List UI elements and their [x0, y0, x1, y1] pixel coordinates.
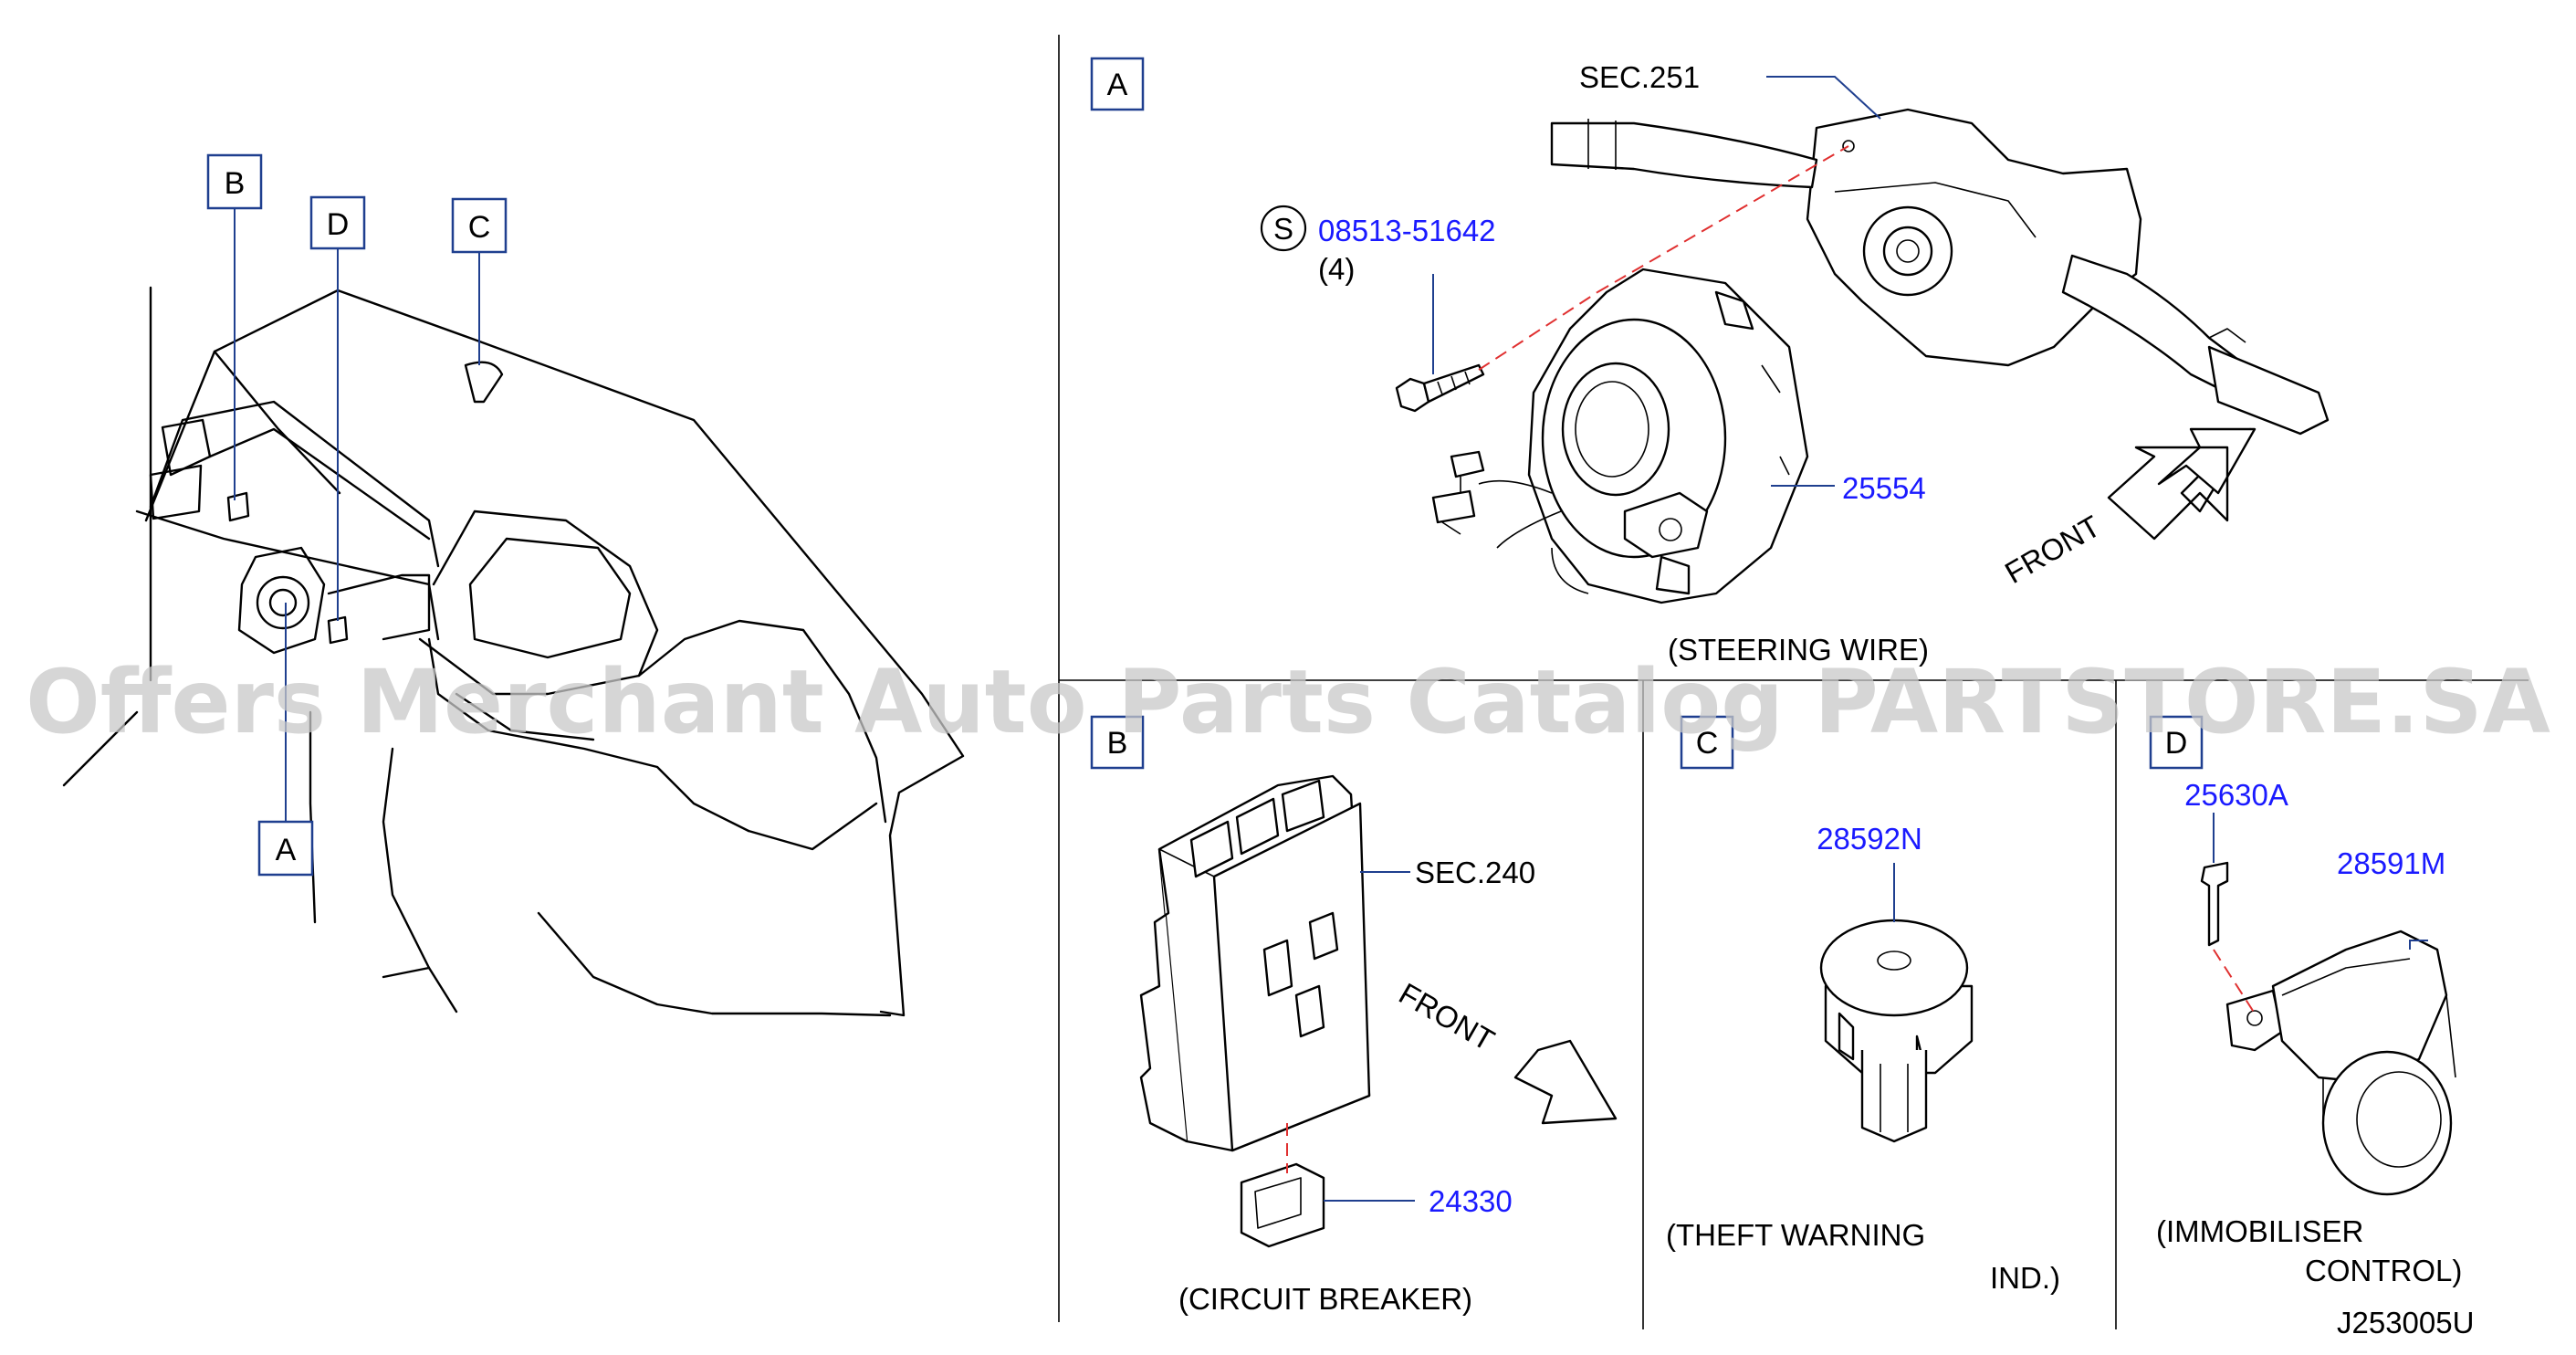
front-label-b: FRONT [1394, 976, 1501, 1057]
panel-c-tag: C [1680, 715, 1734, 770]
overview-callout-leaders [234, 208, 480, 822]
front-arrow-b: FRONT [1394, 976, 1618, 1125]
watermark-text: Offers Merchant Auto Parts Catalog PARTS… [26, 651, 2550, 753]
screw-drawing [1395, 363, 1485, 413]
theft-warning-indicator-drawing [1819, 919, 1974, 1143]
front-label-a: FRONT [1999, 509, 2106, 590]
sec-251-ref: SEC.251 [1579, 60, 1700, 94]
part-number-25630a[interactable]: 25630A [2184, 778, 2288, 812]
diagram-code: J253005U [2337, 1306, 2474, 1339]
callout-box-b[interactable]: B [206, 153, 263, 210]
panel-d: D 25630A 28591M (IMMOBILISER CONTROL) [2149, 715, 2462, 1287]
panel-dividers [1058, 35, 2529, 1329]
assembly-line-bolt [2213, 949, 2256, 1014]
panel-a: A [1090, 57, 2330, 667]
svg-text:S: S [1273, 212, 1293, 246]
part-number-08513-51642[interactable]: 08513-51642 [1318, 214, 1496, 247]
panel-b-tag: B [1090, 715, 1145, 770]
callout-box-a[interactable]: A [257, 820, 314, 877]
callout-box-d[interactable]: D [309, 195, 366, 250]
svg-text:C: C [1696, 726, 1719, 761]
callout-label-c: C [468, 210, 491, 245]
front-arrow-a: FRONT [1999, 427, 2257, 590]
part-number-28591m[interactable]: 28591M [2337, 846, 2445, 880]
dashboard-overview [62, 286, 965, 1017]
callout-box-c[interactable]: C [451, 197, 508, 254]
relay-box-drawing [1139, 774, 1371, 1248]
combination-switch-drawing [1550, 108, 2330, 436]
caption-immobiliser-line2: CONTROL) [2305, 1254, 2462, 1287]
sec-240-ref: SEC.240 [1415, 856, 1535, 889]
part-number-25554[interactable]: 25554 [1842, 471, 1926, 505]
immobiliser-module-drawing [2200, 861, 2456, 1196]
caption-theft-warning-line2: IND.) [1990, 1261, 2060, 1295]
caption-steering-wire: (STEERING WIRE) [1668, 633, 1929, 667]
assembly-line-screw [1478, 291, 1598, 371]
part-number-28592n[interactable]: 28592N [1817, 822, 1922, 856]
panel-b: B SEC.240 24330 FRONT (CIRCUIT BREAKER) [1090, 715, 1618, 1316]
svg-text:A: A [1107, 68, 1128, 102]
callout-label-b: B [225, 166, 246, 201]
leader-sec251 [1766, 76, 1881, 120]
panel-c: C 28592N (THEFT WARNING IND.) [1666, 715, 2060, 1295]
caption-immobiliser-line1: (IMMOBILISER [2156, 1214, 2363, 1248]
callout-label-d: D [327, 207, 350, 242]
caption-circuit-breaker: (CIRCUIT BREAKER) [1178, 1282, 1472, 1316]
panel-a-tag: A [1090, 57, 1145, 111]
svg-text:B: B [1107, 726, 1128, 761]
panel-d-tag: D [2149, 715, 2204, 770]
screw-symbol: S [1260, 205, 1307, 252]
screw-quantity: (4) [1318, 252, 1355, 286]
part-number-24330[interactable]: 24330 [1429, 1184, 1513, 1218]
svg-text:D: D [2165, 726, 2188, 761]
clock-spring-drawing [1431, 268, 1809, 604]
caption-theft-warning-line1: (THEFT WARNING [1666, 1218, 1925, 1252]
leader-28591m [2409, 940, 2428, 950]
assembly-line-switch [1597, 145, 1849, 293]
callout-label-a: A [276, 833, 297, 867]
